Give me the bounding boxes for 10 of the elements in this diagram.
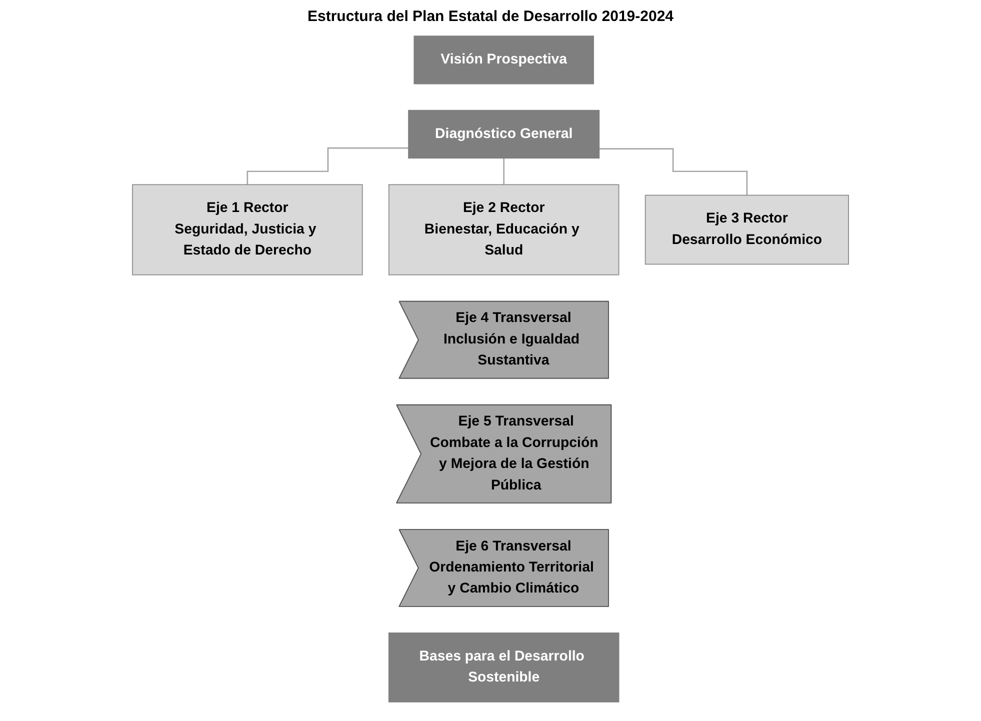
node-box: Eje 1 Rector Seguridad, Justicia y Estado de Derecho — [132, 184, 363, 276]
node-box: Bases para el Desarrollo Sostenible — [388, 632, 620, 702]
node-box: Eje 2 Rector Bienestar, Educación y Salud — [388, 184, 620, 276]
node-box: Diagnóstico General — [408, 110, 600, 159]
node-box: Eje 3 Rector Desarrollo Económico — [644, 194, 849, 265]
diagram-title: Estructura del Plan Estatal de Desarrollo 2019-2024 — [306, 8, 674, 25]
connector — [503, 157, 504, 186]
node-box: Visión Prospectiva — [414, 36, 594, 84]
connector — [246, 147, 409, 186]
connector — [599, 148, 748, 196]
